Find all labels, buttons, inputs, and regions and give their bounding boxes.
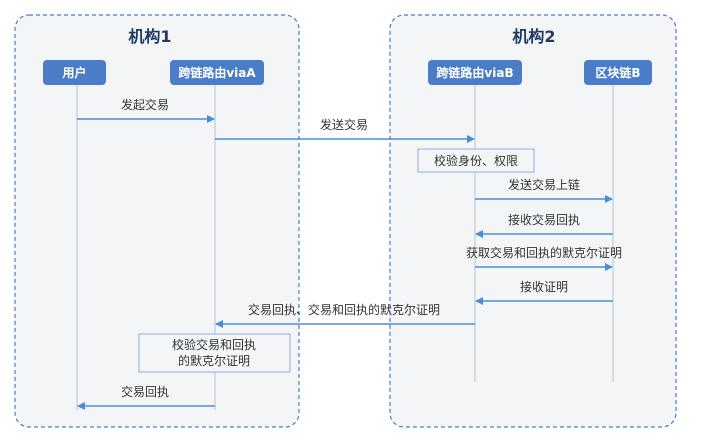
actor-router-b: 跨链路由viaB — [428, 60, 522, 85]
message-6-label: 接收证明 — [520, 279, 568, 294]
message-3-label: 发送交易上链 — [508, 177, 580, 192]
actor-router-b-label: 跨链路由viaB — [436, 65, 513, 80]
message-8-label: 交易回执 — [121, 384, 169, 399]
message-1-label: 发起交易 — [121, 97, 169, 112]
org2-title: 机构2 — [512, 27, 555, 46]
actor-chain-b-label: 区块链B — [595, 65, 640, 80]
actor-router-a: 跨链路由viaA — [170, 60, 264, 85]
note-verify-proof-line1: 校验交易和回执 — [172, 337, 256, 352]
note-verify-proof-box — [138, 333, 291, 373]
actor-user-label: 用户 — [61, 65, 86, 80]
actor-chain-b: 区块链B — [584, 60, 652, 85]
note-verify-identity-box — [417, 148, 535, 173]
note-verify-identity: 校验身份、权限 — [434, 153, 518, 168]
org1-title: 机构1 — [128, 27, 171, 46]
message-5-label: 获取交易和回执的默克尔证明 — [466, 245, 622, 260]
actor-user: 用户 — [43, 60, 106, 85]
message-2-label: 发送交易 — [320, 117, 368, 132]
actor-router-a-label: 跨链路由viaA — [178, 65, 256, 80]
message-4-label: 接收交易回执 — [508, 212, 580, 227]
message-7-label: 交易回执、交易和回执的默克尔证明 — [248, 302, 440, 317]
note-verify-proof-line2: 的默克尔证明 — [178, 353, 250, 368]
